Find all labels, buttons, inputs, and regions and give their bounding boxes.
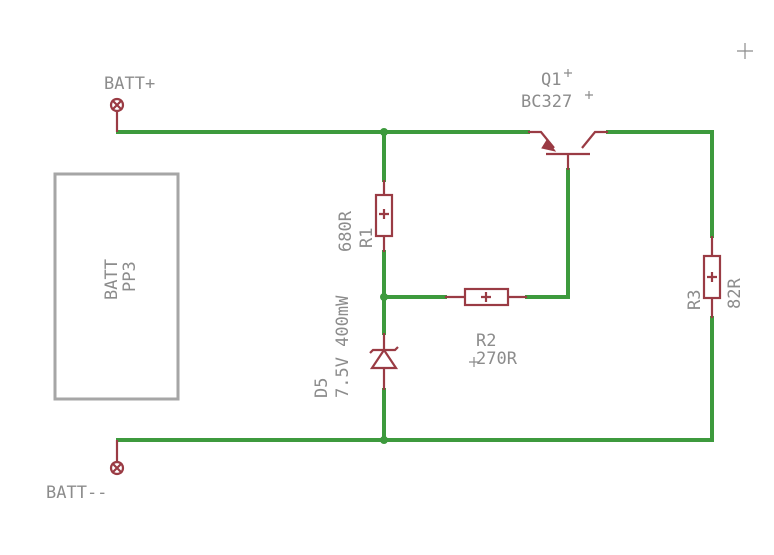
- junction-dot: [380, 436, 388, 444]
- q1-name: Q1: [541, 70, 561, 90]
- r1-value: 680R: [336, 210, 356, 252]
- zener-triangle-icon: [369, 348, 399, 370]
- r3-value: 82R: [725, 278, 745, 309]
- battery-outline: [53, 172, 180, 401]
- junction-dot: [380, 128, 388, 136]
- zener-bar-icon: [369, 346, 399, 354]
- battery-pp3[interactable]: BATT PP3: [53, 172, 180, 401]
- batt-minus-label: BATT--: [46, 483, 107, 503]
- q1-value: BC327: [521, 92, 572, 112]
- r1-name: R1: [357, 228, 377, 248]
- transistor-q1[interactable]: Q1 BC327: [521, 69, 608, 170]
- resistor-body-icon: [463, 287, 510, 307]
- r3-name: R3: [685, 290, 705, 310]
- net-q1-collector[interactable]: [606, 130, 714, 238]
- batt-minus-terminal[interactable]: BATT--: [46, 440, 125, 503]
- emitter-arrow-icon: [541, 139, 557, 152]
- battery-name: BATT: [102, 259, 122, 300]
- battery-value: PP3: [120, 261, 140, 292]
- batt-plus-terminal[interactable]: BATT+: [104, 74, 155, 132]
- resistor-r1[interactable]: 680R R1: [336, 180, 394, 252]
- batt-plus-label: BATT+: [104, 74, 155, 94]
- resistor-body-icon: [374, 193, 394, 238]
- resistor-r3[interactable]: R3 82R: [685, 236, 745, 318]
- r2-value: 270R: [476, 349, 518, 369]
- d5-name: D5: [312, 378, 332, 398]
- zener-d5[interactable]: D5 7.5V 400mW: [312, 295, 399, 398]
- resistor-r2[interactable]: R2 270R: [445, 287, 527, 369]
- nets: [116, 128, 714, 444]
- origin-crosshair-icon: [737, 43, 753, 59]
- d5-value: 7.5V 400mW: [333, 295, 353, 398]
- resistor-body-icon: [702, 254, 722, 300]
- junction-dot: [380, 293, 388, 301]
- r2-name: R2: [476, 331, 496, 351]
- net-r2-right[interactable]: [525, 168, 570, 299]
